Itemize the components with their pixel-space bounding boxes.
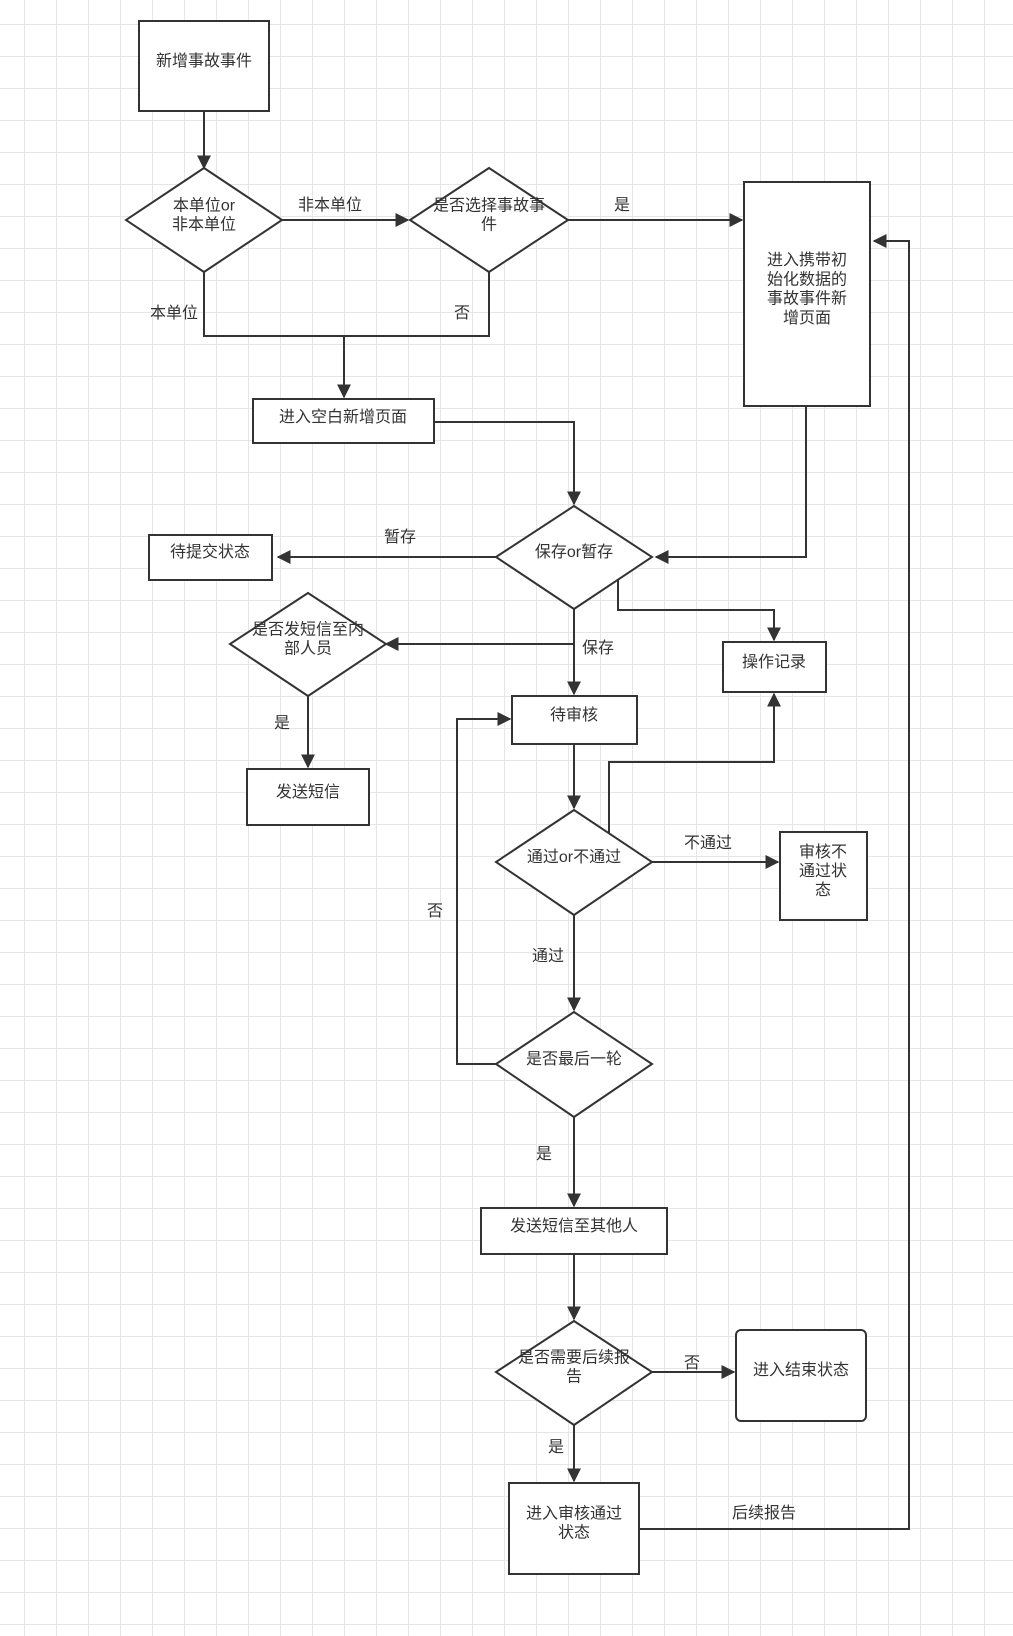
- label-local: 本单位: [150, 304, 198, 322]
- node-end-state[interactable]: [735, 1329, 867, 1422]
- edge-passed-to-init: [639, 234, 910, 1530]
- label-yes-choose: 是: [614, 197, 630, 214]
- node-follow-up-decision-label: 是否需要后续报告: [518, 1348, 630, 1385]
- edge-blank-to-save: [434, 421, 581, 506]
- node-review-passed-label: 进入审核通过状态: [526, 1504, 622, 1541]
- label-non-local: 非本单位: [298, 196, 362, 214]
- node-unit-decision[interactable]: [124, 166, 284, 274]
- node-pending-review[interactable]: [511, 695, 638, 745]
- label-no-choose: 否: [454, 305, 470, 322]
- edges: [197, 111, 910, 1530]
- edge-init-to-save: [654, 406, 807, 564]
- node-send-sms-label: 发送短信: [276, 783, 340, 801]
- node-init-page[interactable]: [743, 181, 871, 407]
- node-pass-decision[interactable]: [494, 808, 654, 917]
- node-review-failed[interactable]: [779, 831, 868, 921]
- node-review-passed[interactable]: [508, 1482, 640, 1575]
- edge-labels: 非本单位 是 本单位 否 暂存 保存 是 不通过 通过 否 是 否 是 后续报告: [150, 196, 796, 1522]
- label-yes-sms: 是: [274, 715, 290, 732]
- node-sms-others[interactable]: [480, 1207, 668, 1255]
- node-last-round-decision-label: 是否最后一轮: [526, 1050, 622, 1068]
- node-add-event[interactable]: [138, 20, 270, 112]
- edge-save-to-log: [617, 578, 781, 642]
- node-review-failed-label: 审核不通过状态: [799, 843, 847, 899]
- node-pass-decision-label: 通过or不通过: [527, 848, 621, 866]
- label-not-pass: 不通过: [684, 834, 732, 852]
- node-save-decision[interactable]: [494, 504, 654, 611]
- node-blank-page-label: 进入空白新增页面: [279, 408, 407, 426]
- node-add-event-label: 新增事故事件: [156, 52, 252, 70]
- edge-unit-local-down: [203, 272, 490, 337]
- node-pending-submit-label: 待提交状态: [170, 543, 250, 561]
- node-pending-review-label: 待审核: [550, 706, 598, 724]
- node-follow-up-decision[interactable]: [494, 1319, 654, 1427]
- node-blank-page[interactable]: [252, 398, 435, 444]
- label-follow-report: 后续报告: [732, 1504, 796, 1522]
- label-yes-last: 是: [536, 1146, 552, 1163]
- edge-pass-to-log: [608, 692, 781, 833]
- edge-last-no-to-review: [456, 712, 512, 1065]
- label-no-last: 否: [427, 903, 443, 920]
- node-choose-event-decision-label: 是否选择事故事件: [433, 196, 545, 233]
- label-pass: 通过: [532, 947, 564, 965]
- node-sms-internal-decision-label: 是否发短信至内部人员: [252, 620, 364, 657]
- label-yes-follow: 是: [548, 1439, 564, 1456]
- label-temp-save: 暂存: [384, 528, 416, 546]
- node-operation-log[interactable]: [722, 641, 827, 693]
- label-no-follow: 否: [684, 1355, 700, 1372]
- label-save: 保存: [582, 639, 614, 657]
- node-end-state-label: 进入结束状态: [753, 1361, 849, 1379]
- node-sms-internal-decision[interactable]: [228, 591, 388, 698]
- node-save-decision-label: 保存or暂存: [535, 543, 613, 561]
- node-last-round-decision[interactable]: [494, 1010, 654, 1119]
- node-choose-event-decision[interactable]: [408, 166, 570, 274]
- node-sms-others-label: 发送短信至其他人: [510, 1217, 638, 1235]
- node-pending-submit[interactable]: [148, 534, 273, 581]
- node-operation-log-label: 操作记录: [742, 653, 806, 671]
- node-send-sms[interactable]: [246, 768, 370, 826]
- node-init-page-label: 进入携带初始化数据的事故事件新增页面: [767, 251, 847, 327]
